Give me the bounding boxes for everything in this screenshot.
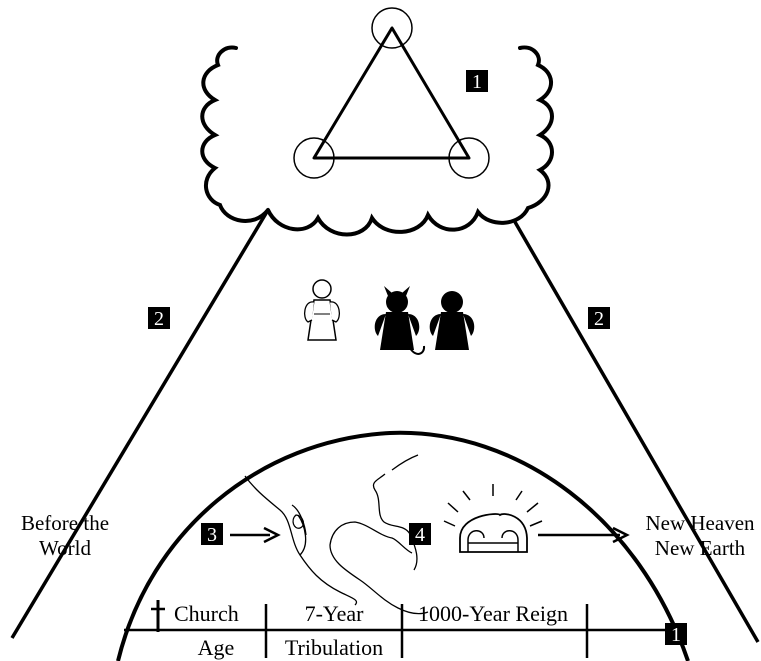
before-world-line2: World: [39, 536, 91, 560]
timeline-seven-year: 7-Year: [305, 601, 365, 626]
svg-text:2: 2: [154, 308, 164, 330]
angel-white-icon: [303, 279, 341, 341]
badge-earth-right: 1: [665, 623, 687, 646]
svg-text:1: 1: [671, 624, 681, 646]
svg-text:3: 3: [207, 524, 217, 546]
trinity-circle-top: [371, 7, 413, 49]
badge-left-side: 2: [148, 307, 170, 330]
fallen-angel-icon: [429, 291, 475, 350]
right-cone-line: [513, 221, 760, 643]
throne-icon: [443, 484, 543, 553]
before-world-line1: Before the: [21, 511, 109, 535]
new-heaven-label: New Heaven: [645, 511, 755, 535]
timeline-reign: 1000-Year Reign: [418, 601, 568, 626]
trinity-circle-left: [293, 137, 335, 179]
trinity-triangle: [312, 26, 471, 160]
svg-text:1: 1: [472, 71, 482, 93]
demon-icon: [374, 286, 426, 355]
trinity-circle-right: [448, 137, 490, 179]
svg-text:4: 4: [415, 524, 425, 546]
map-lake: [292, 514, 305, 529]
arrow-right-head: [612, 526, 630, 544]
badge-right-side: 2: [588, 307, 610, 330]
timeline-church: Church: [174, 601, 239, 626]
badge-earth-future: 4: [409, 523, 431, 546]
badge-earth-history: 3: [201, 523, 223, 546]
map-coastline: [244, 454, 429, 615]
timeline-age: Age: [198, 635, 235, 660]
left-cone-line: [10, 209, 270, 639]
new-earth-label: New Earth: [655, 536, 746, 560]
svg-text:2: 2: [594, 308, 604, 330]
arrow-3-head: [263, 526, 281, 544]
heaven-cloud: [200, 45, 554, 237]
timeline-tribulation: Tribulation: [285, 635, 383, 660]
earth-dome: [116, 430, 690, 661]
badge-heaven: 1: [466, 70, 488, 93]
